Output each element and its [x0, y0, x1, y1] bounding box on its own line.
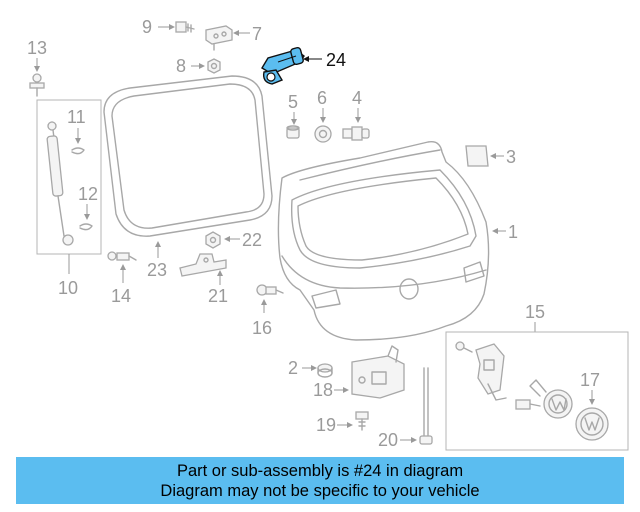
- banner-line-1: Part or sub-assembly is #24 in diagram: [176, 461, 464, 480]
- svg-text:8: 8: [176, 56, 186, 76]
- part-12-clip[interactable]: [79, 223, 93, 231]
- svg-text:6: 6: [317, 88, 327, 108]
- part-14-bolt[interactable]: [107, 251, 137, 261]
- callout-22: 22: [224, 230, 262, 250]
- callout-7: 7: [233, 24, 262, 44]
- callout-23: 23: [147, 241, 167, 280]
- part-9-bolt[interactable]: [175, 21, 195, 33]
- part-22-nut[interactable]: [205, 231, 221, 249]
- callout-24: 24: [303, 50, 346, 70]
- part-13-ball-stud[interactable]: [29, 73, 45, 97]
- part-24-hinge[interactable]: [261, 46, 305, 85]
- part-17-emblem[interactable]: [575, 407, 609, 441]
- callout-8: 8: [176, 56, 205, 76]
- part-15-handle-assembly[interactable]: [455, 341, 573, 419]
- part-23-weatherstrip[interactable]: [103, 75, 273, 237]
- svg-text:7: 7: [252, 24, 262, 44]
- callout-11: 11: [67, 107, 86, 144]
- callout-14: 14: [111, 264, 131, 306]
- svg-text:23: 23: [147, 260, 167, 280]
- svg-text:15: 15: [525, 302, 545, 322]
- callout-4: 4: [352, 88, 362, 123]
- part-1-liftgate[interactable]: [277, 141, 490, 341]
- svg-text:11: 11: [67, 107, 86, 127]
- part-7-bracket[interactable]: [205, 25, 233, 51]
- banner-line-2: Diagram may not be specific to your vehi…: [160, 481, 480, 500]
- info-banner: Part or sub-assembly is #24 in diagram D…: [16, 457, 624, 504]
- part-18-latch[interactable]: [351, 345, 405, 399]
- callout-18: 18: [313, 380, 349, 400]
- svg-text:13: 13: [27, 38, 47, 58]
- callout-12: 12: [78, 184, 98, 220]
- part-5-bumper[interactable]: [286, 125, 300, 139]
- svg-text:14: 14: [111, 286, 131, 306]
- svg-text:10: 10: [58, 278, 78, 298]
- part-6-stop[interactable]: [314, 125, 332, 143]
- callout-3: 3: [490, 147, 516, 167]
- part-19-bolt[interactable]: [355, 411, 369, 431]
- part-20-rod[interactable]: [419, 367, 433, 445]
- svg-text:22: 22: [242, 230, 262, 250]
- callout-19: 19: [316, 415, 353, 435]
- svg-text:12: 12: [78, 184, 98, 204]
- callout-2: 2: [288, 358, 317, 378]
- svg-text:24: 24: [326, 50, 346, 70]
- callout-17: 17: [580, 370, 600, 405]
- svg-text:4: 4: [352, 88, 362, 108]
- callout-16: 16: [252, 299, 272, 338]
- svg-text:2: 2: [288, 358, 298, 378]
- svg-text:1: 1: [508, 222, 518, 242]
- svg-text:17: 17: [580, 370, 600, 390]
- callout-5: 5: [288, 92, 298, 125]
- callout-1: 1: [492, 222, 518, 242]
- callout-6: 6: [317, 88, 327, 123]
- svg-text:18: 18: [313, 380, 333, 400]
- part-3-cover[interactable]: [465, 145, 489, 167]
- callout-15: 15: [525, 302, 545, 332]
- svg-text:16: 16: [252, 318, 272, 338]
- svg-text:3: 3: [506, 147, 516, 167]
- callout-21: 21: [208, 270, 228, 306]
- svg-text:21: 21: [208, 286, 228, 306]
- svg-text:9: 9: [142, 17, 152, 37]
- part-2-cap[interactable]: [317, 363, 333, 378]
- callout-20: 20: [378, 430, 417, 450]
- part-8-nut[interactable]: [207, 58, 221, 74]
- svg-text:19: 19: [316, 415, 336, 435]
- svg-text:5: 5: [288, 92, 298, 112]
- part-4-buffer[interactable]: [342, 126, 370, 141]
- part-10-gas-strut[interactable]: [46, 121, 74, 246]
- part-11-clip[interactable]: [71, 147, 85, 155]
- callout-13: 13: [27, 38, 47, 72]
- part-16-bolt[interactable]: [256, 284, 284, 296]
- svg-text:20: 20: [378, 430, 398, 450]
- callout-10: 10: [58, 254, 78, 298]
- group-15-box: [445, 331, 629, 451]
- callout-9: 9: [142, 17, 175, 37]
- part-21-bracket[interactable]: [179, 253, 227, 277]
